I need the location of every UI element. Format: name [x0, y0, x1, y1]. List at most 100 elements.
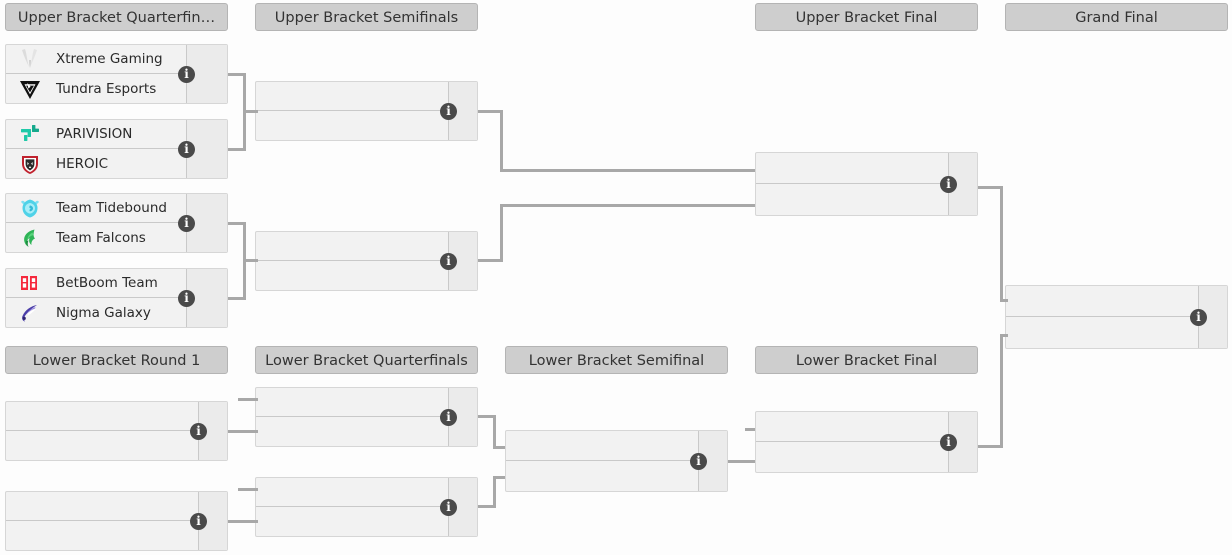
team-name: Team Tidebound [56, 200, 167, 216]
match-lb-round1-1[interactable]: i [5, 401, 228, 461]
match-lb-round1-2[interactable]: i [5, 491, 228, 551]
match-row-top[interactable] [506, 431, 727, 461]
parivision-logo [12, 120, 48, 148]
team-falcons-logo [12, 223, 48, 252]
connector [228, 297, 246, 300]
connector [493, 446, 505, 449]
connector [493, 476, 505, 479]
connector [978, 445, 1003, 448]
heroic-logo [12, 149, 48, 178]
connector [478, 415, 496, 418]
match-row-bottom[interactable]: HEROIC [6, 149, 227, 178]
connector [243, 112, 246, 151]
match-info-icon[interactable]: i [440, 409, 457, 426]
match-row-top[interactable] [256, 82, 477, 111]
connector [1000, 186, 1003, 302]
connector [243, 259, 258, 262]
connector [228, 73, 246, 76]
match-info-icon[interactable]: i [1190, 309, 1207, 326]
connector [243, 110, 258, 113]
tundra-esports-logo [12, 74, 48, 103]
connector [243, 222, 246, 261]
match-lb-semifinal[interactable]: i [505, 430, 728, 492]
connector [500, 204, 755, 207]
match-row-top[interactable]: Xtreme Gaming [6, 45, 227, 74]
match-ub-semifinal-1[interactable]: i [255, 81, 478, 141]
round-header-ub-final[interactable]: Upper Bracket Final [755, 3, 978, 31]
connector [243, 73, 246, 112]
team-name: Xtreme Gaming [56, 51, 163, 67]
match-info-icon[interactable]: i [940, 434, 957, 451]
round-header-ub-semifinals[interactable]: Upper Bracket Semifinals [255, 3, 478, 31]
match-row-bottom[interactable]: Team Falcons [6, 223, 227, 252]
match-row-top[interactable] [256, 388, 477, 417]
round-header-lb-final[interactable]: Lower Bracket Final [755, 346, 978, 374]
connector [1000, 334, 1003, 448]
connector [1000, 299, 1008, 302]
connector [228, 222, 246, 225]
match-info-icon[interactable]: i [440, 499, 457, 516]
connector [978, 186, 1003, 189]
round-header-lb-quarterfinals[interactable]: Lower Bracket Quarterfinals [255, 346, 478, 374]
team-tidebound-logo [12, 194, 48, 222]
team-name: Team Falcons [56, 229, 146, 246]
round-header-grand-final[interactable]: Grand Final [1005, 3, 1228, 31]
connector [493, 476, 496, 508]
match-info-icon[interactable]: i [690, 453, 707, 470]
match-row-top[interactable]: PARIVISION [6, 120, 227, 149]
match-info-icon[interactable]: i [940, 176, 957, 193]
match-row-top[interactable] [256, 232, 477, 261]
match-ub-semifinal-2[interactable]: i [255, 231, 478, 291]
match-info-icon[interactable]: i [178, 290, 195, 307]
match-row-bottom[interactable]: Tundra Esports [6, 74, 227, 103]
connector [238, 398, 258, 401]
match-ub-quarterfinal-3[interactable]: Team Tidebound Team Falcons i [5, 193, 228, 253]
connector [243, 261, 246, 300]
match-lb-quarterfinal-1[interactable]: i [255, 387, 478, 447]
match-ub-quarterfinal-2[interactable]: PARIVISION HEROIC i [5, 119, 228, 179]
team-name: Nigma Galaxy [56, 304, 151, 321]
connector [500, 169, 755, 172]
connector [228, 148, 246, 151]
match-row-bottom[interactable]: Nigma Galaxy [6, 298, 227, 327]
team-name: HEROIC [56, 155, 109, 172]
nigma-galaxy-logo [12, 298, 48, 327]
match-info-icon[interactable]: i [440, 103, 457, 120]
match-grand-final[interactable]: i [1005, 285, 1228, 349]
connector [228, 430, 258, 433]
match-row-top[interactable] [756, 412, 977, 442]
connector [493, 415, 496, 448]
match-row-top[interactable] [6, 492, 227, 521]
match-row-top[interactable] [256, 478, 477, 507]
match-info-icon[interactable]: i [178, 215, 195, 232]
team-name: Tundra Esports [56, 80, 157, 97]
match-ub-quarterfinal-1[interactable]: Xtreme Gaming Tundra Esports i [5, 44, 228, 104]
round-header-lb-semifinal[interactable]: Lower Bracket Semifinal [505, 346, 728, 374]
connector [238, 488, 258, 491]
match-row-top[interactable] [6, 402, 227, 431]
match-ub-quarterfinal-4[interactable]: BetBoom Team Nigma Galaxy i [5, 268, 228, 328]
match-info-icon[interactable]: i [190, 423, 207, 440]
match-info-icon[interactable]: i [178, 66, 195, 83]
round-header-lb-round-1[interactable]: Lower Bracket Round 1 [5, 346, 228, 374]
match-ub-final[interactable]: i [755, 152, 978, 216]
match-info-icon[interactable]: i [440, 253, 457, 270]
connector [1000, 334, 1008, 337]
team-name: PARIVISION [56, 126, 133, 142]
connector [478, 505, 496, 508]
match-row-top[interactable] [756, 153, 977, 184]
connector [500, 110, 503, 172]
match-row-top[interactable]: Team Tidebound [6, 194, 227, 223]
round-header-ub-quarterfinals[interactable]: Upper Bracket Quarterfin… [5, 3, 228, 31]
match-lb-quarterfinal-2[interactable]: i [255, 477, 478, 537]
match-row-top[interactable] [1006, 286, 1227, 317]
connector [478, 259, 503, 262]
match-lb-final[interactable]: i [755, 411, 978, 473]
match-info-icon[interactable]: i [178, 141, 195, 158]
betboom-team-logo [12, 269, 48, 297]
connector [478, 110, 503, 113]
match-row-top[interactable]: BetBoom Team [6, 269, 227, 298]
match-info-icon[interactable]: i [190, 513, 207, 530]
connector [500, 204, 503, 262]
